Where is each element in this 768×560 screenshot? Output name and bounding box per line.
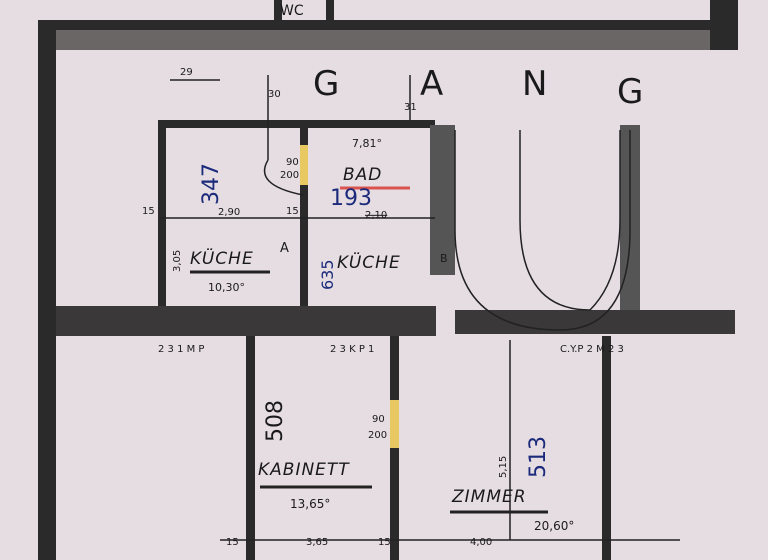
stair-wall-left bbox=[430, 125, 455, 275]
room-label-wc: WC bbox=[280, 3, 304, 19]
chimney-wall-left bbox=[56, 306, 436, 336]
bad-width: 2,10 bbox=[365, 210, 387, 221]
zimmer-area: 20,60° bbox=[534, 519, 574, 533]
marker-30: 30 bbox=[268, 89, 281, 100]
chimney-label-2: 2 3 K P 1 bbox=[330, 344, 374, 355]
corridor-letter-3: N bbox=[522, 64, 547, 104]
kueche-left-height: 3,05 bbox=[172, 250, 183, 272]
corridor-letter-4: G bbox=[617, 72, 643, 112]
zimmer-width: 4,00 bbox=[470, 537, 492, 548]
outer-wall-corner bbox=[710, 0, 738, 50]
kitchen-bath-top-wall bbox=[160, 120, 435, 128]
dimension-lines bbox=[160, 75, 680, 541]
wall-thickness-2: 15 bbox=[286, 206, 299, 217]
zimmer-height: 5,15 bbox=[498, 456, 509, 478]
door-kabinett bbox=[390, 400, 399, 448]
kueche-left-name: KÜCHE bbox=[190, 247, 254, 269]
outer-wall-top bbox=[38, 20, 738, 30]
chimney-label-1: 2 3 1 M P bbox=[158, 344, 204, 355]
zimmer-handwritten: 513 bbox=[526, 436, 551, 478]
kueche-left-handwritten: 347 bbox=[199, 163, 224, 205]
bad-name: BAD bbox=[343, 165, 382, 185]
door-bad-width: 90 bbox=[286, 157, 299, 168]
wall-thickness-3: 15 bbox=[226, 537, 239, 548]
zimmer-right-wall bbox=[602, 336, 611, 560]
kitchen-left-wall bbox=[158, 120, 166, 310]
window-wall-top bbox=[56, 30, 736, 50]
kabinett-width: 3,65 bbox=[306, 537, 328, 548]
section-marker-b: B bbox=[440, 252, 448, 265]
zimmer-name: ZIMMER bbox=[451, 487, 527, 507]
corridor-letter-2: A bbox=[420, 64, 443, 104]
staircase bbox=[519, 130, 621, 311]
door-bad bbox=[300, 145, 308, 185]
wall-thickness-4: 15 bbox=[378, 537, 391, 548]
door-kabinett-width: 90 bbox=[372, 414, 385, 425]
kueche-right-name: KÜCHE bbox=[337, 251, 401, 273]
door-kabinett-height: 200 bbox=[368, 430, 387, 441]
wc-wall-right bbox=[326, 0, 334, 30]
wall-thickness-1: 15 bbox=[142, 206, 155, 217]
kabinett-area: 13,65° bbox=[290, 497, 330, 511]
door-bad-height: 200 bbox=[280, 170, 299, 181]
bad-handwritten: 193 bbox=[330, 186, 372, 211]
kabinett-handwritten: 508 bbox=[263, 400, 288, 442]
kueche-left-area: 10,30° bbox=[208, 281, 245, 294]
chimney-label-3: C.Y.P 2 M 2 3 bbox=[560, 344, 624, 355]
marker-31: 31 bbox=[404, 102, 417, 113]
kitchen-middle-wall bbox=[300, 120, 308, 310]
kabinett-name: KABINETT bbox=[258, 460, 350, 480]
section-marker-a: A bbox=[280, 241, 289, 256]
kueche-left-width: 2,90 bbox=[218, 207, 240, 218]
kueche-right-handwritten: 635 bbox=[318, 259, 337, 290]
corridor-letter-1: G bbox=[313, 64, 339, 104]
wc-wall-left bbox=[274, 0, 282, 30]
marker-29: 29 bbox=[180, 67, 193, 78]
outer-wall-left bbox=[38, 20, 56, 560]
bad-area: 7,81° bbox=[352, 137, 382, 150]
kabinett-left-wall bbox=[246, 336, 255, 560]
